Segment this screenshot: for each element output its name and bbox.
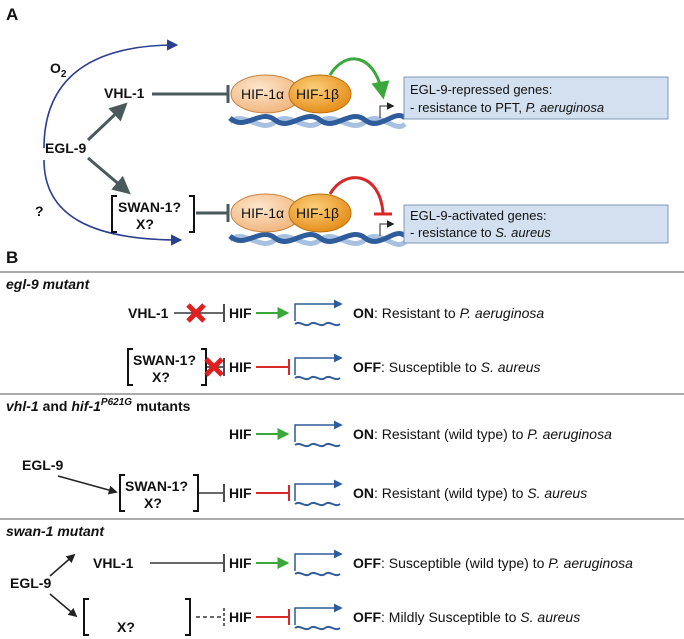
sec2-on2-text: ON: Resistant (wild type) to S. aureus xyxy=(353,485,587,501)
bracket-left xyxy=(111,195,117,233)
hif1b-bottom xyxy=(288,193,352,233)
sec3-egl9: EGL-9 xyxy=(10,575,51,591)
activation-arrow xyxy=(328,57,390,100)
activated-title: EGL-9-activated genes: xyxy=(410,208,547,223)
sec2-gene-1 xyxy=(294,420,343,448)
sec3-title: swan-1 mutant xyxy=(6,523,105,539)
sec1-swan: SWAN-1? xyxy=(133,352,196,368)
sec3-bracket-right xyxy=(185,598,191,636)
question-label: ? xyxy=(35,203,44,219)
repressed-line: - resistance to PFT, P. aeruginosa xyxy=(410,100,604,115)
o2-arrow xyxy=(43,39,179,149)
sec3-hif-2: HIF xyxy=(229,609,252,625)
sec1-hif-1: HIF xyxy=(229,305,252,321)
sec1-off-text: OFF: Susceptible to S. aureus xyxy=(353,359,541,375)
sec1-x-mark-2 xyxy=(204,357,224,377)
sec1-gene-2 xyxy=(294,353,343,381)
sec2-bracket-right xyxy=(193,474,199,512)
activated-genes-box xyxy=(403,204,669,244)
vhl-label: VHL-1 xyxy=(104,85,145,101)
sec1-x: X? xyxy=(152,369,170,385)
sec2-swan: SWAN-1? xyxy=(125,478,188,494)
dna-top xyxy=(228,113,407,129)
hif1a-bottom-label: HIF-1α xyxy=(241,205,284,221)
sec2-hif-2: HIF xyxy=(229,485,252,501)
repression-arc xyxy=(328,176,385,214)
hif1b-top-label: HIF-1β xyxy=(296,86,339,102)
repressed-title: EGL-9-repressed genes: xyxy=(410,82,552,97)
sec1-x-mark xyxy=(186,303,206,323)
sec3-hif-1: HIF xyxy=(229,555,252,571)
sec1-hif-2: HIF xyxy=(229,359,252,375)
sec3-egl9-to-x xyxy=(49,593,78,618)
hif1b-top xyxy=(288,74,352,114)
egl9-to-vhl-arrow xyxy=(86,102,128,142)
panel-a-label: A xyxy=(6,5,18,24)
sec3-off1-text: OFF: Susceptible (wild type) to P. aerug… xyxy=(353,555,633,571)
egl9-to-swan-arrow xyxy=(87,156,131,195)
sec2-title: vhl-1 and hif-1P621G mutants xyxy=(6,397,191,414)
sec3-bracket-left xyxy=(83,598,89,636)
activated-line: - resistance to S. aureus xyxy=(410,225,551,240)
sec1-bracket-left xyxy=(127,348,133,386)
sec1-title: egl-9 mutant xyxy=(6,276,91,292)
sec3-gene-2 xyxy=(294,603,343,631)
dna-bottom xyxy=(228,231,407,247)
sec3-vhl: VHL-1 xyxy=(93,555,134,571)
o2-label: O2 xyxy=(50,60,67,80)
sec3-gene-1 xyxy=(294,549,343,577)
sec1-bracket-right xyxy=(201,348,207,386)
x-label: X? xyxy=(136,216,154,232)
bracket-right xyxy=(189,195,195,233)
hif1a-top-label: HIF-1α xyxy=(241,86,284,102)
sec3-x: X? xyxy=(117,619,135,635)
promoter-top xyxy=(379,102,395,118)
sec2-hif-1: HIF xyxy=(229,426,252,442)
sec1-vhl: VHL-1 xyxy=(128,305,169,321)
swan-label: SWAN-1? xyxy=(118,199,181,215)
sec2-egl9-arrow xyxy=(57,475,118,495)
sec2-gene-2 xyxy=(294,479,343,507)
panel-b-label: B xyxy=(6,248,18,267)
repressed-genes-box xyxy=(403,76,669,120)
sec3-off2-text: OFF: Mildly Susceptible to S. aureus xyxy=(353,609,580,625)
sec1-gene-1 xyxy=(294,299,343,327)
sec2-egl9: EGL-9 xyxy=(22,457,63,473)
sec2-on1-text: ON: Resistant (wild type) to P. aerugino… xyxy=(353,426,612,442)
sec2-x: X? xyxy=(144,495,162,511)
sec3-egl9-to-vhl xyxy=(49,553,76,577)
promoter-bottom xyxy=(379,220,395,236)
hif1b-bottom-label: HIF-1β xyxy=(296,205,339,221)
egl9-label: EGL-9 xyxy=(45,140,86,156)
unknown-arrow xyxy=(43,159,183,246)
sec1-on-text: ON: Resistant to P. aeruginosa xyxy=(353,305,544,321)
sec2-bracket-left xyxy=(119,474,125,512)
